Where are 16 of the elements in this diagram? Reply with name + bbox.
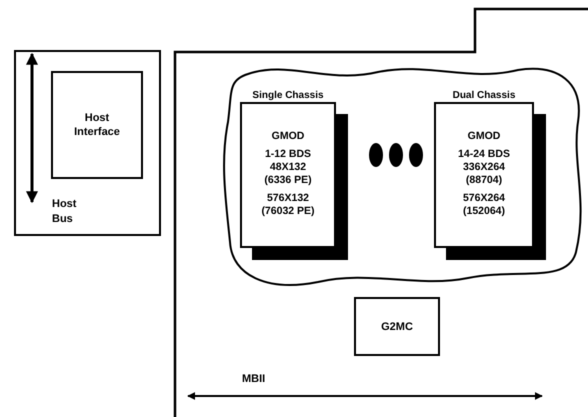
- module-spec: 576X264 (152064): [462, 192, 506, 218]
- enclosure-box: [14, 50, 161, 236]
- system-outline: [174, 8, 588, 417]
- bus-label: MBII: [242, 372, 266, 387]
- component-label: G2MC: [380, 320, 414, 334]
- component-box: [51, 71, 143, 179]
- chassis-heading: Dual Chassis: [452, 90, 516, 102]
- component-box: [354, 297, 440, 356]
- module-spec: 576X132 (76032 PE): [260, 192, 316, 218]
- module-spec: 14-24 BDS 336X264 (88704): [457, 148, 511, 187]
- bus-label: Host Bus: [52, 197, 78, 227]
- module-title: GMOD: [466, 130, 502, 143]
- chassis-heading: Single Chassis: [251, 90, 325, 102]
- module-spec: 1-12 BDS 48X132 (6336 PE): [263, 148, 313, 187]
- module-title: GMOD: [270, 130, 306, 143]
- component-label: Host Interface: [73, 111, 121, 139]
